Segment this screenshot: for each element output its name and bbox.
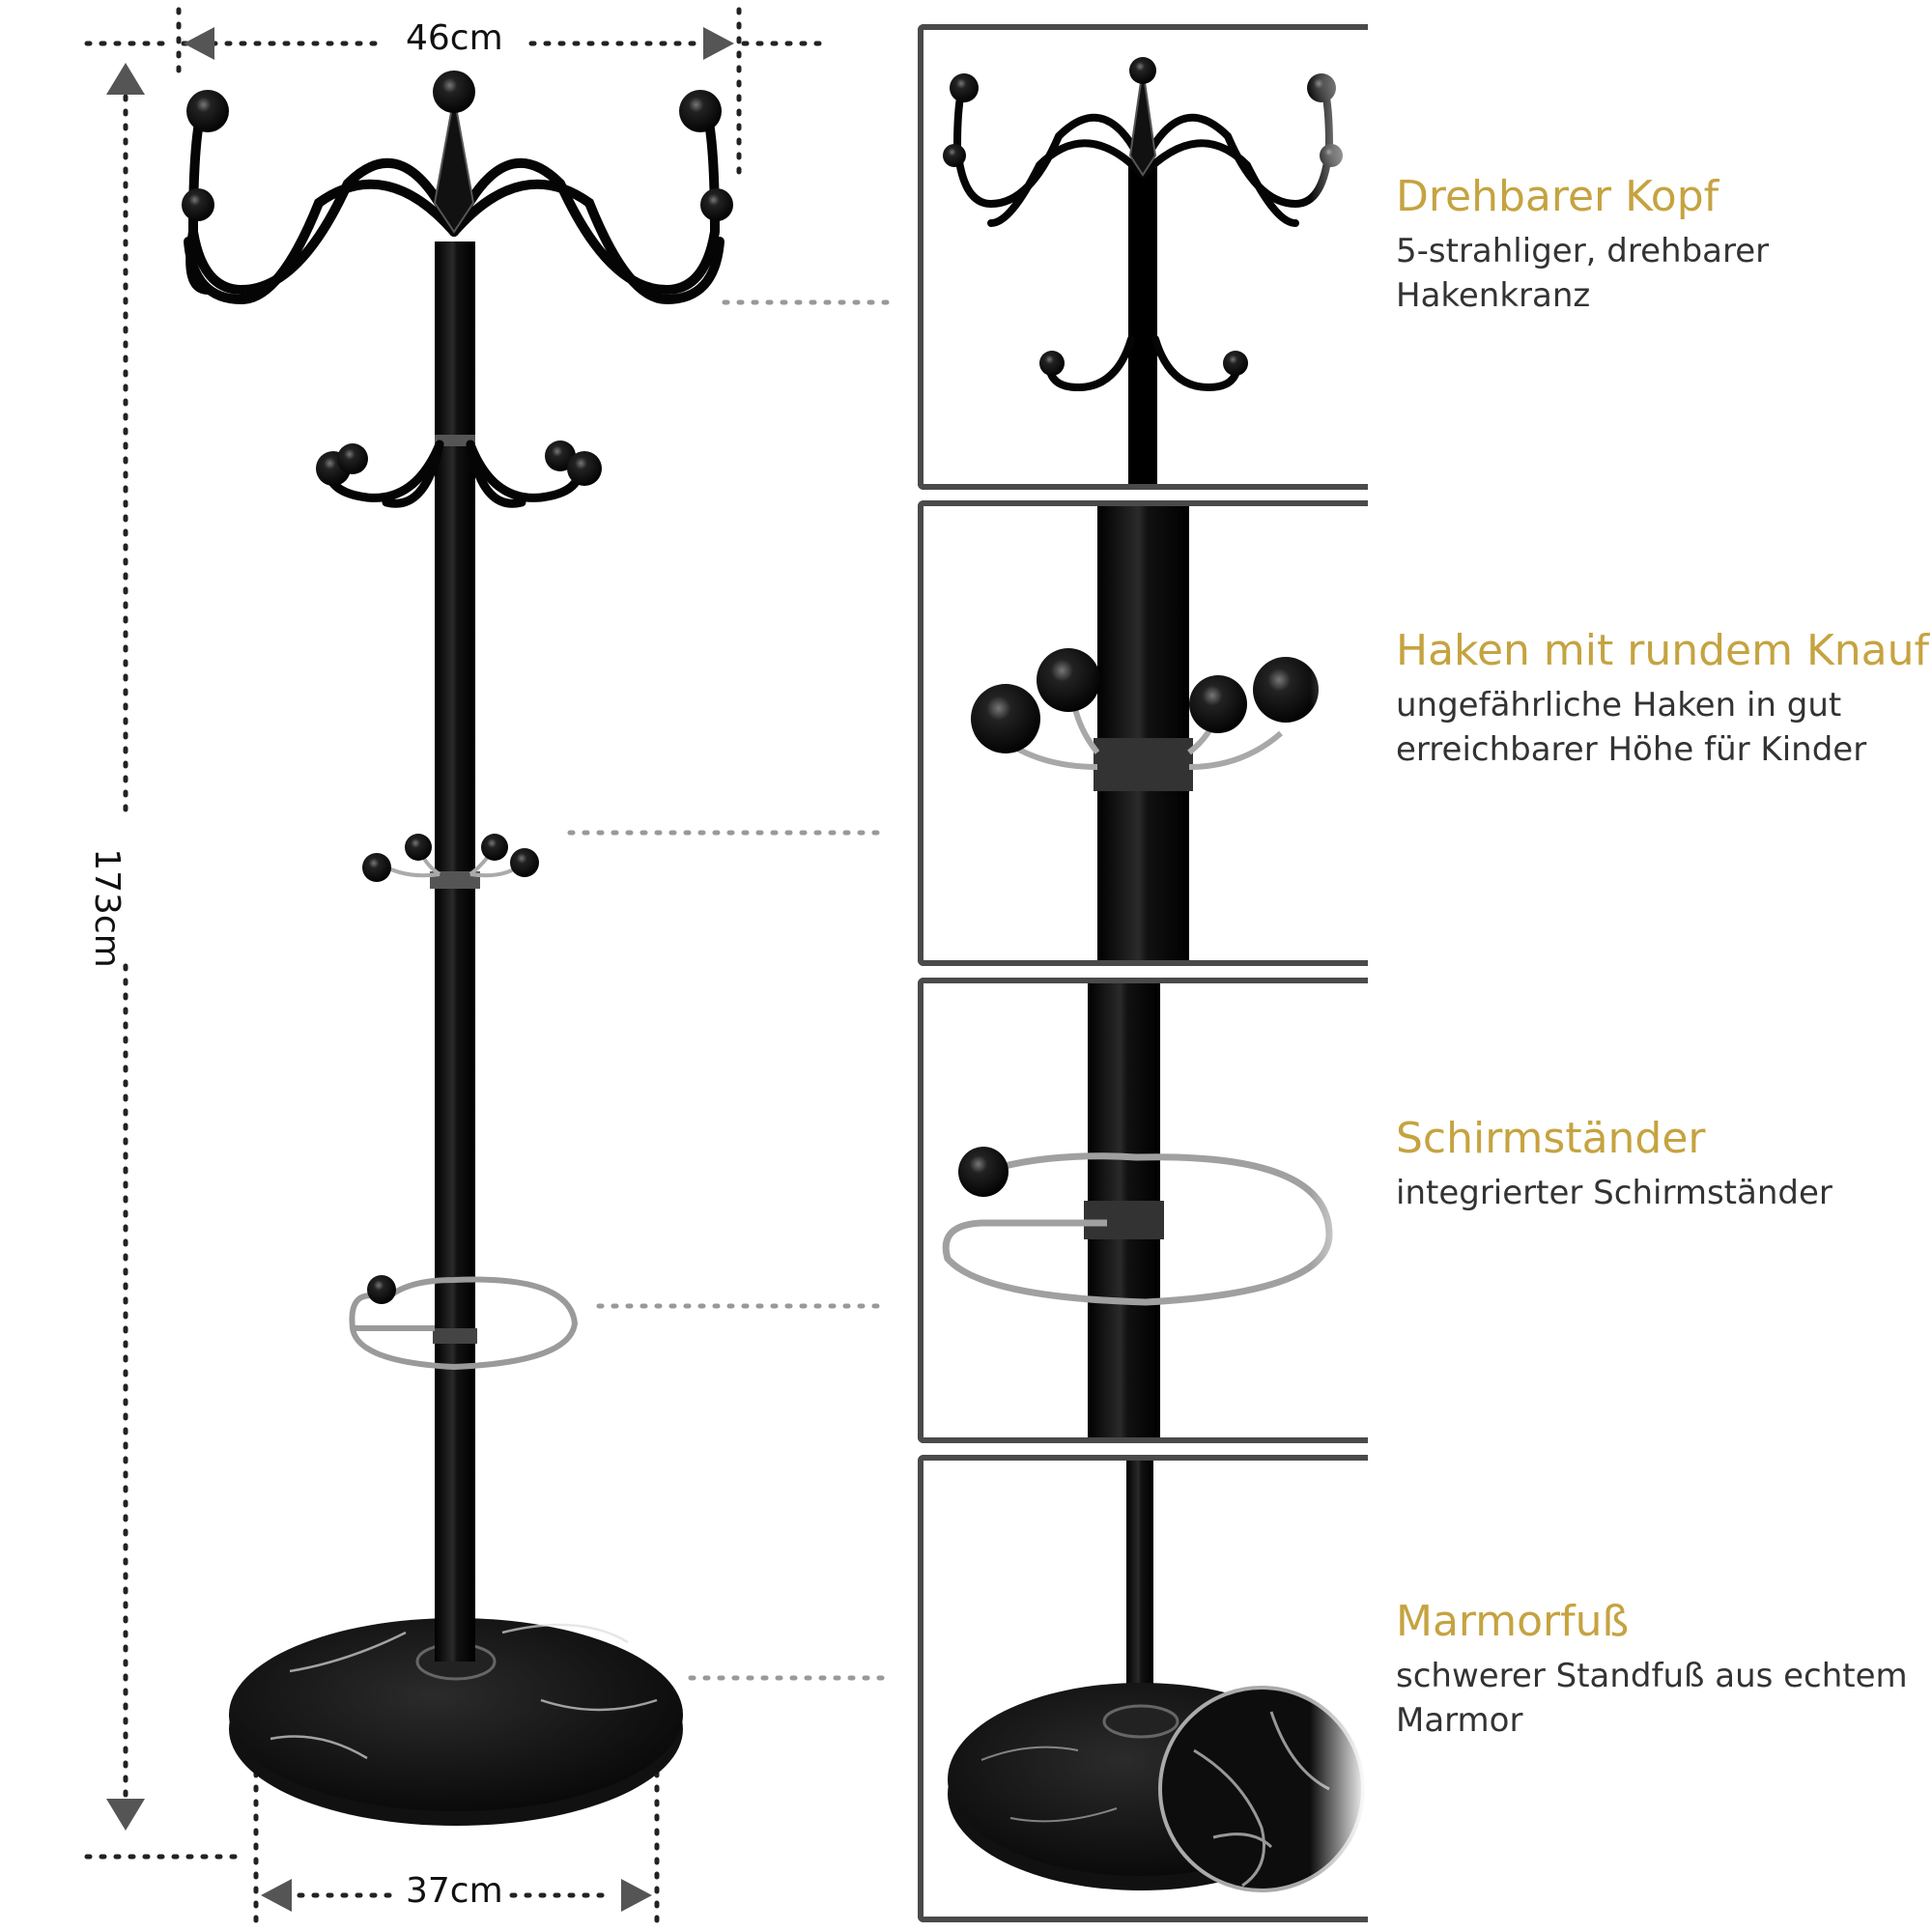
dimension-arrow-left-icon (184, 27, 214, 60)
coat-stand-illustration (84, 7, 892, 1925)
knob-icon (679, 90, 722, 132)
dimension-arrow-down-icon (106, 1799, 145, 1831)
connector-lines (567, 299, 892, 1681)
knob-icon (367, 1275, 396, 1304)
feature-title: Haken mit rundem Knauf (1396, 626, 1930, 675)
hook-knobs (182, 71, 733, 1304)
dimension-base-line (84, 1755, 660, 1925)
knob-icon (362, 853, 391, 882)
finial (433, 96, 475, 234)
dimension-arrow-up-icon (106, 63, 145, 95)
detail-panel-knob-hooks (918, 500, 1368, 966)
knob-icon (481, 834, 508, 861)
dimension-arrow-right-icon (621, 1879, 652, 1912)
feature-umbrella-stand: Schirmständer integrierter Schirmständer (1396, 1114, 1918, 1216)
dimension-height-label: 173cm (87, 848, 127, 968)
knob-icon (510, 848, 539, 877)
top-hook-crown (184, 101, 724, 305)
knob-icon (433, 71, 475, 113)
pole (435, 242, 475, 1662)
dimension-top-width-label: 46cm (406, 18, 503, 58)
knob-icon (186, 90, 229, 132)
umbrella-ring (349, 1276, 579, 1371)
marble-base-detail (948, 1461, 1365, 1892)
feature-description: schwerer Standfuß aus echtem Marmor (1396, 1657, 1908, 1741)
dimension-arrow-left-icon (261, 1879, 292, 1912)
umbrella-stand-detail (942, 983, 1333, 1437)
detail-panel-head (918, 24, 1368, 490)
dimension-arrow-right-icon (703, 27, 734, 60)
detail-panel-marble-base (918, 1455, 1368, 1922)
knob-icon (567, 451, 602, 486)
feature-title: Schirmständer (1396, 1114, 1706, 1163)
knob-icon (337, 443, 368, 474)
feature-description: 5-strahliger, drehbarer Hakenkranz (1396, 232, 1770, 316)
knob-icon (182, 188, 214, 221)
feature-title: Marmorfuß (1396, 1597, 1630, 1646)
feature-description: ungefährliche Haken in gut erreichbarer … (1396, 686, 1867, 770)
feature-rotating-head: Drehbarer Kopf 5-strahliger, drehbarer H… (1396, 172, 1918, 319)
detail-panel-umbrella (918, 978, 1368, 1443)
dimension-base-width-label: 37cm (406, 1871, 503, 1911)
knob-icon (700, 188, 733, 221)
knob-icon (405, 834, 432, 861)
feature-marble-base: Marmorfuß schwerer Standfuß aus echtem M… (1396, 1597, 1918, 1744)
knob-hooks-detail (971, 506, 1319, 960)
feature-description: integrierter Schirmständer (1396, 1174, 1833, 1213)
marble-base (229, 1618, 683, 1826)
feature-title: Drehbarer Kopf (1396, 172, 1719, 221)
rotating-head-detail (943, 57, 1343, 484)
feature-knob-hooks: Haken mit rundem Knauf ungefährliche Hak… (1396, 626, 1930, 773)
dimension-top-line (84, 7, 834, 182)
